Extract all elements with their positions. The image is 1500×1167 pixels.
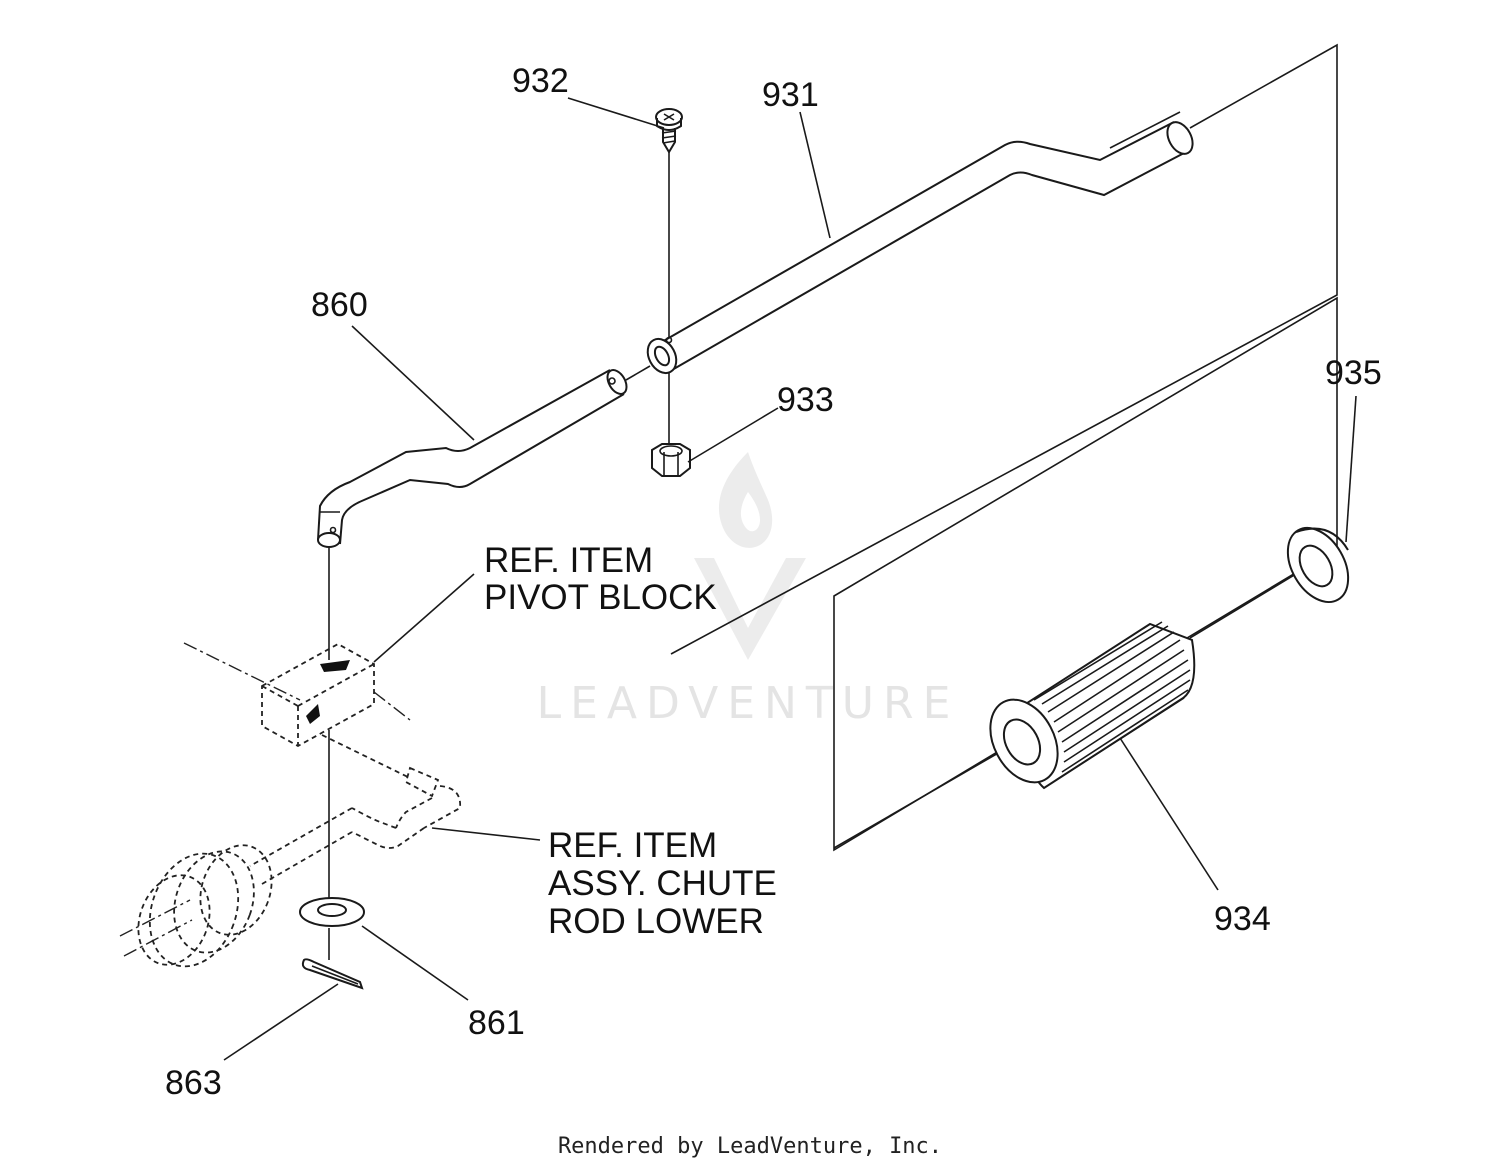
ref-note-pivot-block: REF. ITEM PIVOT BLOCK bbox=[484, 541, 717, 617]
ref-chute-line1: REF. ITEM bbox=[548, 826, 717, 865]
label-861: 861 bbox=[468, 1004, 525, 1042]
grip-934 bbox=[833, 573, 1297, 849]
watermark-text: LEADVENTURE bbox=[537, 678, 960, 729]
label-935: 935 bbox=[1325, 354, 1382, 392]
ref-chute-line2: ASSY. CHUTE bbox=[548, 864, 777, 903]
panel-outline-lower bbox=[833, 296, 1338, 852]
ref-pivot-line2: PIVOT BLOCK bbox=[484, 578, 717, 617]
label-932: 932 bbox=[512, 62, 569, 100]
panel-outline-upper bbox=[670, 43, 1338, 655]
label-934: 934 bbox=[1214, 900, 1271, 938]
label-860: 860 bbox=[311, 286, 368, 324]
label-931: 931 bbox=[762, 76, 819, 114]
bushing-935 bbox=[1286, 527, 1350, 603]
chute-rod-lower-ref bbox=[119, 734, 462, 968]
ref-pivot-line1: REF. ITEM bbox=[484, 541, 653, 580]
washer-861 bbox=[299, 897, 365, 927]
pivot-block-ref bbox=[183, 642, 411, 748]
screw-932 bbox=[655, 108, 683, 154]
rod-931 bbox=[646, 111, 1194, 375]
label-933: 933 bbox=[777, 381, 834, 419]
rod-860 bbox=[317, 369, 628, 548]
ref-chute-line3: ROD LOWER bbox=[548, 902, 764, 941]
footer-credit: Rendered by LeadVenture, Inc. bbox=[558, 1134, 942, 1159]
label-863: 863 bbox=[165, 1064, 222, 1102]
axis-line-860-931 bbox=[625, 365, 651, 381]
leader-lines bbox=[223, 97, 1357, 1061]
watermark-logo-icon bbox=[694, 452, 806, 660]
cotter-pin-863 bbox=[301, 958, 364, 990]
nut-933 bbox=[651, 443, 691, 477]
ref-note-chute-rod: REF. ITEM ASSY. CHUTE ROD LOWER bbox=[548, 826, 777, 941]
